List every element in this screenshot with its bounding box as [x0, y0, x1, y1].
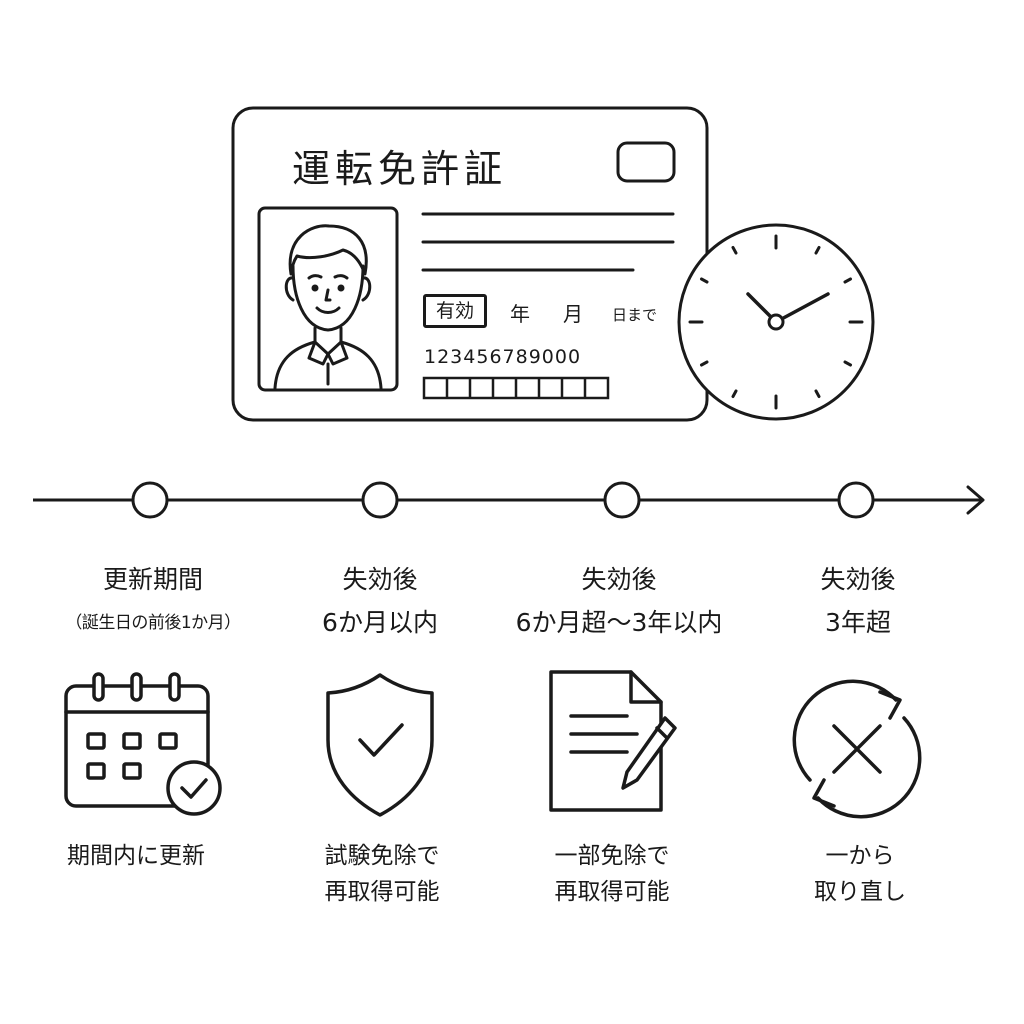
outcome-line: 一から [825, 843, 895, 869]
stage-title: 更新期間 [102, 565, 203, 594]
stage-subtitle: 6か月以内 [322, 608, 438, 637]
stage-title: 失効後 [581, 565, 657, 594]
timeline [33, 481, 985, 519]
person-photo-icon [273, 224, 383, 390]
card-title: 運転免許証 [292, 147, 508, 191]
valid-label: 有効 [423, 294, 487, 328]
stage-title: 失効後 [820, 565, 896, 594]
outcome-line: 期間内に更新 [67, 843, 205, 869]
outcome-line: 一部免除で [554, 843, 670, 869]
outcome-line: 再取得可能 [554, 879, 670, 905]
timeline-arrowhead [966, 485, 985, 515]
stage-over-3y: 失効後 3年超 [743, 563, 973, 639]
outcome-lapsed-6m: 試験免除で 再取得可能 [272, 838, 492, 910]
stage-title: 失効後 [342, 565, 418, 594]
shield-check-icon [326, 673, 434, 817]
stage-lapsed-6m: 失効後 6か月以内 [265, 563, 495, 639]
document-pen-icon [549, 670, 677, 812]
clock-icon [677, 223, 875, 421]
outcome-line: 再取得可能 [324, 879, 440, 905]
month-label: 月 [563, 302, 583, 326]
stage-note: （誕生日の前後1か月） [65, 613, 241, 633]
card-chip [616, 141, 676, 183]
year-label: 年 [510, 302, 530, 326]
card-barcode [422, 376, 610, 400]
outcome-over-3y: 一から 取り直し [750, 838, 970, 910]
timeline-node [361, 481, 399, 519]
outcome-lapsed-3y: 一部免除で 再取得可能 [502, 838, 722, 910]
stage-renewal: 更新期間 （誕生日の前後1か月） [38, 563, 268, 637]
calendar-check-icon [64, 672, 222, 816]
timeline-node [131, 481, 169, 519]
stage-subtitle: 6か月超〜3年以内 [515, 608, 723, 637]
restart-x-icon [792, 679, 922, 819]
stage-lapsed-3y: 失効後 6か月超〜3年以内 [504, 563, 734, 639]
stage-subtitle: 3年超 [825, 608, 891, 637]
timeline-node [837, 481, 875, 519]
timeline-node [603, 481, 641, 519]
card-photo-frame [257, 206, 399, 392]
outcome-line: 試験免除で [324, 843, 440, 869]
outcome-renewal: 期間内に更新 [26, 838, 246, 874]
until-label: 日まで [612, 306, 658, 324]
outcome-line: 取り直し [814, 879, 906, 905]
license-number: 123456789000 [424, 346, 582, 368]
